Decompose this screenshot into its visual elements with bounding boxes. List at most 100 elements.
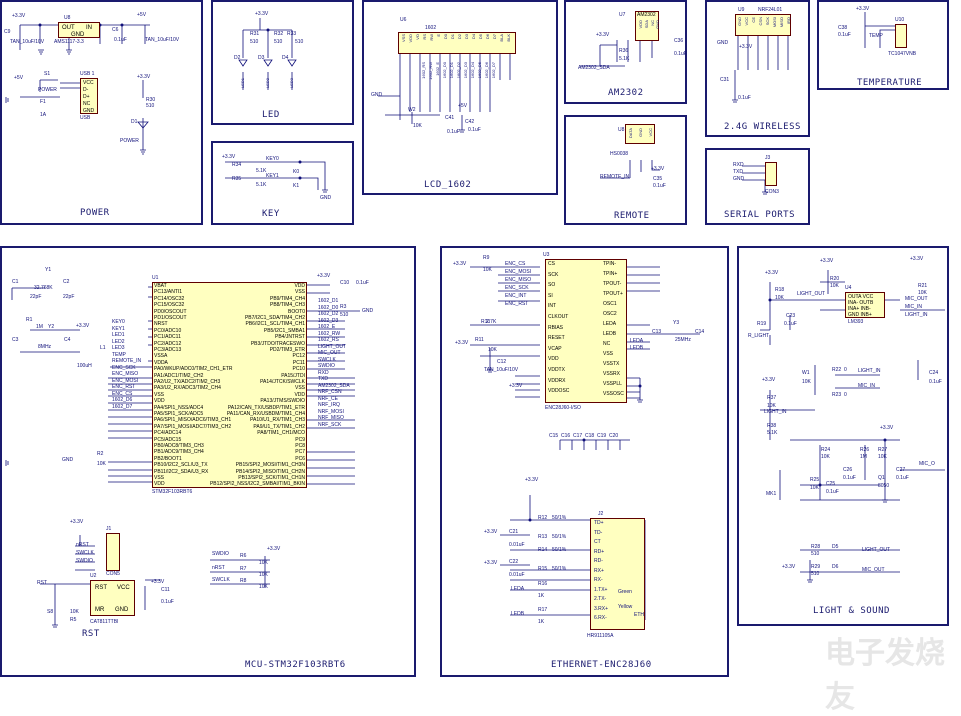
r25-value: 10K	[810, 485, 819, 491]
mcu-right-pin-30: PB13/SPI2_SCK/TIM1_CH1N	[238, 475, 305, 481]
c27-value: 0.1uF	[896, 475, 909, 481]
rj45-pin-6: RX-	[594, 577, 603, 583]
mcu-gnd-r3: GND	[362, 308, 374, 314]
key0-net: KEY0	[266, 156, 279, 162]
mk1-label: MK1	[766, 491, 777, 497]
power-section: POWER	[0, 0, 203, 225]
ls-v33-6: +3.3V	[782, 564, 796, 570]
am2302-sda-net: AM2302_SDA	[578, 65, 610, 71]
ls-v33-1: +3.3V	[765, 270, 779, 276]
lcd-pin-14: BLA	[499, 34, 504, 42]
r10-label: R10	[481, 319, 491, 325]
am2302-sensor: AM2302	[635, 11, 659, 41]
r23-label: R23	[832, 392, 842, 398]
j2-part: HR911105A	[587, 633, 614, 639]
enc-v33-vdd: +3.3V	[509, 383, 523, 389]
mcu-left-net-1: KEY1	[112, 325, 125, 332]
u2-label: U2	[90, 573, 97, 579]
c13-label: C13	[652, 329, 662, 335]
r34-value: 5.1K	[256, 168, 267, 174]
ls-net-mic-in-2: MIC_IN	[858, 383, 875, 389]
ls-net-light-in-2: LIGHT_IN	[858, 368, 881, 374]
r36-label: R36	[619, 48, 629, 54]
f1-label: F1	[40, 99, 46, 105]
ls-net-light-out: LIGHT_OUT	[797, 291, 826, 297]
remote-pin-data: DATA	[628, 128, 633, 139]
swd-net-nrst: nRST	[212, 565, 225, 571]
c26-value: 0.1uF	[843, 475, 856, 481]
mcu-left-pin-3: PC15/OSC32	[154, 302, 185, 309]
am2302-part: AM2302	[637, 12, 656, 18]
nrf-pin-3: CSN	[758, 17, 763, 26]
mcu-right-pin-10: PD2/TIM3_ETR	[269, 347, 305, 353]
c6-label: C6	[112, 27, 119, 33]
mcu-left-pin-5: PD1/OSCOUT	[154, 315, 187, 321]
mcu-left-net-12: 1602_D6	[112, 397, 133, 403]
d4-label: D4	[282, 55, 289, 61]
usb-pin-vcc: VCC	[83, 80, 94, 86]
c1-label: C1	[12, 279, 19, 285]
c21-label: C21	[509, 529, 519, 535]
d1-label: D1	[131, 119, 138, 125]
r24-label: R24	[821, 447, 831, 453]
enc-ledb: LEDB	[630, 345, 644, 351]
c23-label: C23	[786, 313, 796, 319]
r6-label: R6	[240, 553, 247, 559]
mcu-left-net-8: ENC_MISO	[112, 371, 139, 377]
mcu-left-pin-7: PC0/ADC10	[154, 327, 182, 334]
c9-label: C9	[4, 29, 11, 35]
mcu-right-pin-7: PB5/I2C1_SMBA1	[263, 327, 305, 334]
enc-left-pin-2: SO	[548, 282, 556, 289]
c38-value: 0.1uF	[838, 32, 851, 38]
mcu-right-pin-31: PB12/SPI2_NSS/I2C2_SMBAI/TIM1_BKIN	[209, 481, 305, 488]
c12-value: TAN_10uF/10V	[484, 367, 519, 373]
mcu-right-pin-12: PC11	[292, 359, 305, 366]
enc-left-pin-6: RBIAS	[548, 324, 564, 331]
temperature-section: TEMPERATURE	[817, 0, 949, 90]
enc-cap-0: C15	[549, 433, 559, 439]
mcu-right-net-12: TXD	[318, 376, 328, 382]
lcd-1602-module	[398, 32, 516, 54]
enc28j60-chip	[545, 259, 627, 403]
enc-right-pin-9: VSS	[603, 351, 614, 357]
serial-section: SERIAL PORTS	[705, 148, 810, 225]
enc-left-pin-11: VDDRX	[548, 377, 566, 384]
mcu-left-net-11: ENC_CS	[112, 390, 133, 397]
c25-value: 0.1uF	[826, 489, 839, 495]
c12-label: C12	[497, 359, 507, 365]
mcu-left-net-3: LED2	[112, 338, 125, 345]
c41-label: C41	[445, 115, 455, 121]
c42-value: 0.1uF	[468, 127, 481, 133]
mcu-left-pin-24: PC5/ADC15	[154, 436, 182, 443]
eth-ledb: LEDB	[511, 611, 525, 617]
lcd-net-0: 1602_RS	[421, 62, 426, 79]
r9-value: 10K	[483, 267, 492, 273]
c2-value: 22pF	[63, 294, 75, 300]
power-v33-label: +3.3V	[12, 13, 26, 19]
stm32-chip	[152, 282, 307, 488]
ls-v33-2: +3.3V	[820, 258, 834, 264]
mcu-left-pin-16: PA3/U2_RX/ADC3/TIM2_CH4	[154, 385, 221, 392]
remote-title: REMOTE	[614, 211, 650, 221]
wireless-v33: +3.3V	[739, 44, 753, 50]
r37-value: 10K	[767, 403, 776, 409]
mcu-right-pin-26: PC7	[295, 449, 305, 456]
u8-pin-gnd: GND	[71, 32, 85, 38]
ethernet-section: ETHERNET-ENC28J60	[440, 246, 729, 677]
mcu-left-net-13: 1602_D7	[112, 403, 133, 410]
ls-v33-5: +3.3V	[880, 425, 894, 431]
r32-value: 510	[274, 39, 283, 45]
r16-value: 1K	[538, 593, 545, 599]
eth-v33-c22: +3.3V	[484, 560, 498, 566]
lcd-pin-2: VO	[415, 34, 420, 40]
r29-value: 510	[811, 571, 820, 577]
enc-right-pin-6: LEDA	[603, 321, 617, 327]
rj45-pin-3: RD+	[594, 548, 605, 555]
r30-label: R30	[146, 97, 156, 103]
light-sound-title: LIGHT & SOUND	[813, 606, 890, 616]
c22-label: C22	[509, 559, 519, 565]
enc-leda: LEDA	[630, 338, 644, 344]
r32-label: R32	[274, 31, 284, 37]
r11-value: 10K	[488, 347, 497, 353]
usb-pin-dp: D+	[83, 94, 90, 100]
